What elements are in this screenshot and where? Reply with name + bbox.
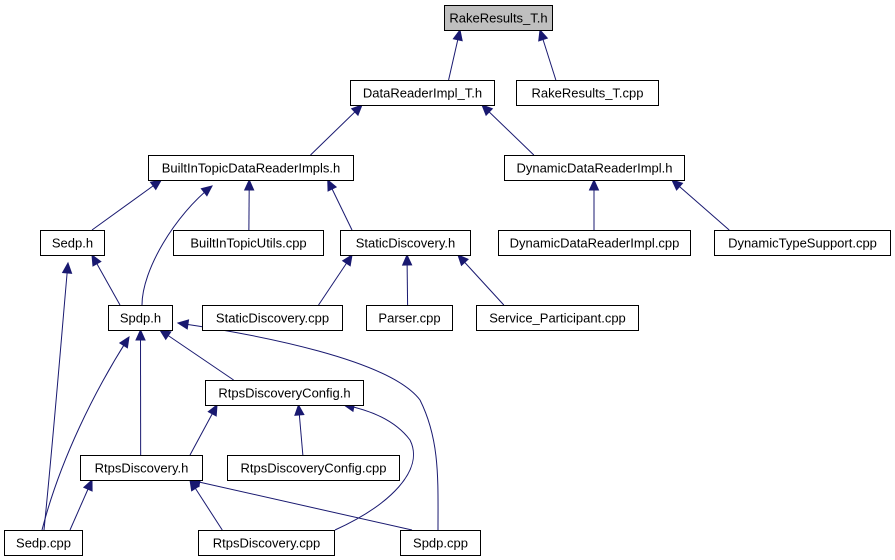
node-label: RakeResults_T.h [449,11,547,26]
edge-sedp_cpp-to-sedp_h [43,262,69,531]
edges-layer [41,28,730,531]
node-box [498,230,691,256]
node-box [350,80,495,106]
node-label: Sedp.cpp [16,536,71,551]
node-label: DynamicTypeSupport.cpp [728,236,877,251]
arrowhead-sedp_cpp>sedp_h [61,261,73,274]
arrowhead-rtps_discovery_h>spdp_h [135,328,146,341]
arrowhead-static_discovery_h>builtin_topic_data_reader_impls_h [327,178,338,192]
edge-spdp_h-to-builtin_topic_data_reader_impls_h [141,185,213,306]
node-box [148,155,354,181]
node-label: BuiltInTopicDataReaderImpls.h [162,161,340,176]
node-dynamic-data-reader-impl-cpp[interactable]: DynamicDataReaderImpl.cpp [498,230,691,256]
arrowhead-spdp_cpp>spdp_h [176,319,190,330]
node-box [198,530,335,556]
node-label: RtpsDiscoveryConfig.cpp [241,461,387,476]
node-label: Service_Participant.cpp [489,311,626,326]
node-box [108,305,173,331]
node-label: RtpsDiscovery.cpp [213,536,320,551]
arrowhead-data_reader_impl_t_h>rake_results_t_h [452,28,463,42]
arrowhead-builtin_topic_utils_cpp>builtin_topic_data_reader_impls_h [243,178,255,191]
edge-rtps_discovery_config_h-to-spdp_h [159,329,234,381]
node-spdp-h[interactable]: Spdp.h [108,305,173,331]
arrowhead-dynamic_type_support_cpp>dynamic_data_reader_impl_h [671,179,684,191]
node-label: Spdp.cpp [413,536,468,551]
node-label: BuiltInTopicUtils.cpp [190,236,306,251]
node-rake-results-t-cpp[interactable]: RakeResults_T.cpp [516,80,659,106]
node-box [366,305,453,331]
node-box [227,455,400,481]
arrowhead-static_discovery_cpp>static_discovery_h [341,253,353,267]
node-spdp-cpp[interactable]: Spdp.cpp [400,530,481,556]
node-box [4,530,83,556]
node-label: StaticDiscovery.cpp [216,311,329,326]
edge-spdp_cpp-to-spdp_h [177,322,439,531]
edge-sedp_cpp-to-spdp_h [41,336,130,531]
node-label: Sedp.h [52,236,93,251]
node-static-discovery-h[interactable]: StaticDiscovery.h [340,230,471,256]
node-service-participant-cpp[interactable]: Service_Participant.cpp [476,305,639,331]
arrowhead-rake_results_t_cpp>rake_results_t_h [538,28,549,42]
node-label: StaticDiscovery.h [356,236,455,251]
node-dynamic-type-support-cpp[interactable]: DynamicTypeSupport.cpp [714,230,891,256]
edge-dynamic_type_support_cpp-to-dynamic_data_reader_impl_h [671,179,730,231]
node-box [340,230,471,256]
node-box [205,380,364,406]
arrowhead-dynamic_data_reader_impl_cpp>dynamic_data_reader_impl_h [588,178,600,191]
arrowhead-spdp_h>sedp_h [91,253,102,267]
arrowhead-sedp_cpp>rtps_discovery_h [82,478,93,492]
arrowhead-rtps_discovery_config_h>spdp_h [158,329,172,341]
node-label: DynamicDataReaderImpl.cpp [510,236,680,251]
edge-rtps_discovery_cpp-to-rtps_discovery_config_h [334,404,414,531]
node-rtps-discovery-h[interactable]: RtpsDiscovery.h [80,455,203,481]
node-box [444,5,553,31]
node-dynamic-data-reader-impl-h[interactable]: DynamicDataReaderImpl.h [504,155,685,181]
node-parser-cpp[interactable]: Parser.cpp [366,305,453,331]
node-rtps-discovery-config-cpp[interactable]: RtpsDiscoveryConfig.cpp [227,455,400,481]
node-sedp-cpp[interactable]: Sedp.cpp [4,530,83,556]
node-box [400,530,481,556]
arrowhead-rtps_discovery_h>rtps_discovery_config_h [207,403,218,417]
node-label: RakeResults_T.cpp [532,86,644,101]
edge-builtin_topic_data_reader_impls_h-to-data_reader_impl_t_h [310,104,363,156]
node-box [202,305,343,331]
arrowhead-rtps_discovery_config_cpp>rtps_discovery_config_h [294,403,305,416]
node-label: DynamicDataReaderImpl.h [516,161,672,176]
node-builtin-topic-data-reader-impls-h[interactable]: BuiltInTopicDataReaderImpls.h [148,155,354,181]
node-rtps-discovery-cpp[interactable]: RtpsDiscovery.cpp [198,530,335,556]
node-box [714,230,891,256]
edge-spdp_cpp-to-rtps_discovery_h [189,479,413,531]
node-rake-results-t-h[interactable]: RakeResults_T.h [444,5,553,31]
arrowhead-dynamic_data_reader_impl_h>data_reader_impl_t_h [481,104,494,117]
node-label: Spdp.h [120,311,161,326]
edge-sedp_h-to-builtin_topic_data_reader_impls_h [91,179,162,231]
node-static-discovery-cpp[interactable]: StaticDiscovery.cpp [202,305,343,331]
edge-service_participant_cpp-to-static_discovery_h [457,254,505,306]
arrowhead-builtin_topic_data_reader_impls_h>data_reader_impl_t_h [350,104,363,117]
node-rtps-discovery-config-h[interactable]: RtpsDiscoveryConfig.h [205,380,364,406]
node-box [40,230,105,256]
node-label: Parser.cpp [378,311,440,326]
node-label: RtpsDiscovery.h [95,461,189,476]
arrowhead-sedp_cpp>spdp_h [118,335,130,349]
node-builtin-topic-utils-cpp[interactable]: BuiltInTopicUtils.cpp [173,230,324,256]
node-box [516,80,659,106]
arrowhead-spdp_h>builtin_topic_data_reader_impls_h [200,185,213,197]
node-label: DataReaderImpl_T.h [363,86,482,101]
arrowhead-parser_cpp>static_discovery_h [401,253,413,266]
node-data-reader-impl-t-h[interactable]: DataReaderImpl_T.h [350,80,495,106]
node-box [476,305,639,331]
arrowhead-sedp_h>builtin_topic_data_reader_impls_h [149,179,163,191]
node-box [173,230,324,256]
node-box [504,155,685,181]
node-box [80,455,203,481]
node-label: RtpsDiscoveryConfig.h [218,386,350,401]
node-sedp-h[interactable]: Sedp.h [40,230,105,256]
arrowhead-service_participant_cpp>static_discovery_h [457,254,469,267]
edge-dynamic_data_reader_impl_h-to-data_reader_impl_t_h [481,104,535,156]
